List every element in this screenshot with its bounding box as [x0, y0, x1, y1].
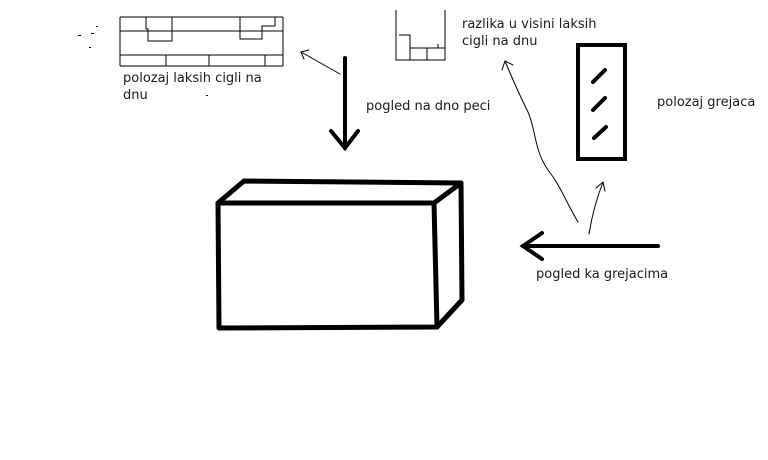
heater-coil-2	[591, 96, 607, 112]
label-view-bottom: pogled na dno peci	[366, 99, 491, 114]
brick-layout-sketch	[119, 16, 284, 67]
label-height-difference-line2: cigli na dnu	[462, 34, 538, 49]
arrow-view-bottom	[329, 56, 360, 152]
label-bottom-bricks-line1: polozaj laksih cigli na	[123, 71, 262, 86]
height-difference-sketch	[395, 10, 446, 61]
furnace-side-face	[434, 180, 465, 330]
label-height-difference-line1: razlika u visini laksih	[462, 17, 597, 32]
furnace-top-face	[215, 178, 464, 206]
arrow-view-heaters	[519, 231, 660, 261]
furnace-front-face	[215, 200, 440, 331]
heater-coil-3	[592, 125, 608, 140]
label-bottom-bricks-line2: dnu	[123, 88, 148, 103]
furnace-box	[215, 178, 465, 331]
label-heater-position: polozaj grejaca	[657, 95, 756, 110]
stray-marks	[78, 26, 208, 96]
pointer-arrow-bricks	[300, 49, 341, 75]
pointer-arrow-height	[501, 60, 579, 223]
heater-panel	[576, 43, 627, 161]
pointer-arrow-heater	[588, 181, 606, 235]
heater-coil-1	[591, 68, 607, 84]
label-view-heaters: pogled ka grejacima	[536, 267, 669, 282]
